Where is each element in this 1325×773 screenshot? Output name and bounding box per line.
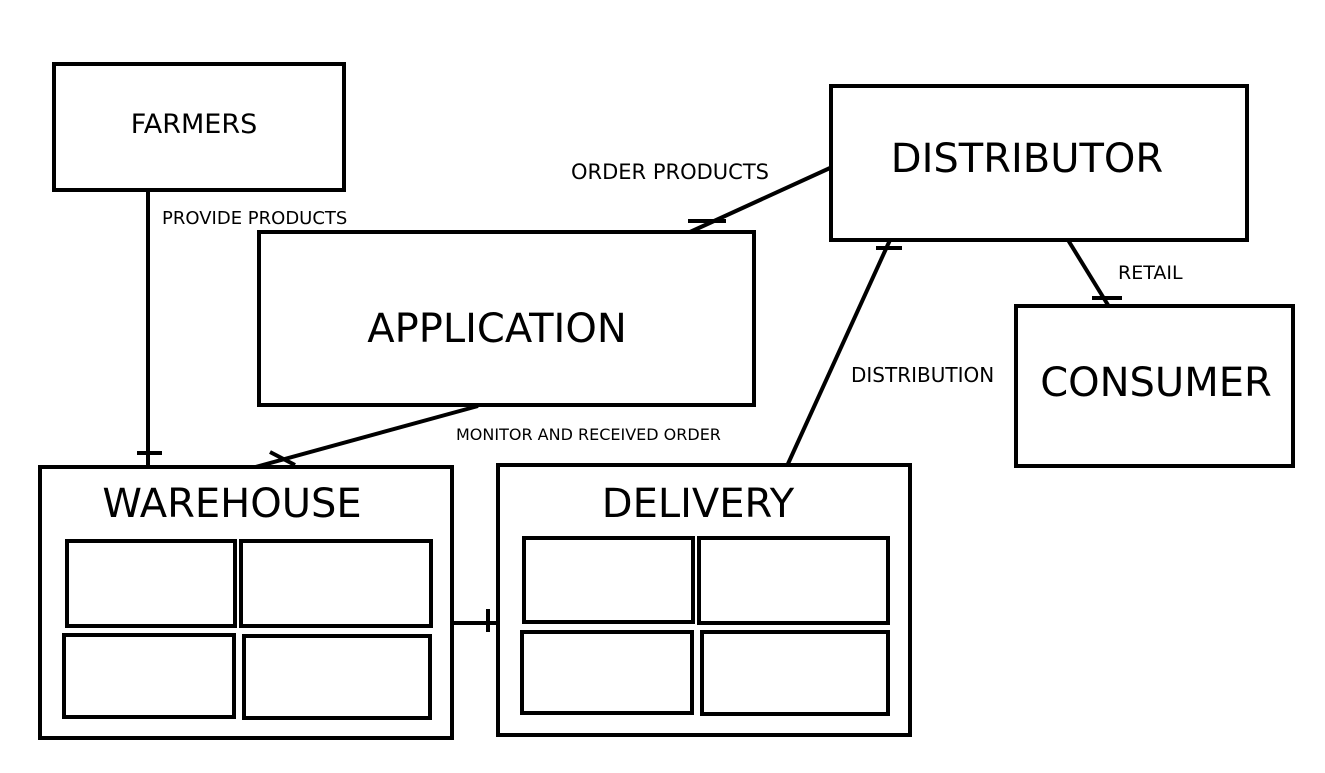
delivery-slot: [700, 630, 890, 716]
delivery-slot: [520, 630, 694, 715]
application-node: APPLICATION: [257, 230, 756, 407]
edge-label-provide-products: PROVIDE PRODUCTS: [162, 208, 347, 229]
distributor-box: [829, 84, 1249, 242]
edge-delivery-distributor: [785, 239, 892, 467]
application-label: APPLICATION: [367, 306, 627, 352]
delivery-label: DELIVERY: [602, 481, 795, 527]
warehouse-slot: [239, 539, 433, 628]
farmers-box: [52, 62, 346, 192]
distributor-node: DISTRIBUTOR: [829, 84, 1249, 242]
warehouse-slot: [62, 633, 236, 719]
farmers-node: FARMERS: [52, 62, 346, 192]
consumer-box: [1014, 304, 1295, 468]
edge-distributor-consumer: [1066, 238, 1110, 307]
edge-label-order-products: ORDER PRODUCTS: [571, 160, 769, 184]
application-box: [257, 230, 756, 407]
consumer-node: CONSUMER: [1014, 304, 1295, 468]
edge-label-retail: RETAIL: [1118, 262, 1183, 284]
tick-warehouse-application: [269, 450, 296, 467]
delivery-slot: [522, 536, 695, 624]
edge-label-monitor-received-order: MONITOR AND RECEIVED ORDER: [456, 425, 721, 444]
farmers-label: FARMERS: [131, 109, 258, 140]
distributor-label: DISTRIBUTOR: [891, 136, 1163, 182]
warehouse-label: WAREHOUSE: [102, 481, 361, 527]
warehouse-slot: [242, 634, 432, 720]
edge-application-warehouse: [251, 404, 479, 470]
delivery-slot: [697, 536, 890, 625]
delivery-node: DELIVERY: [496, 463, 912, 737]
consumer-label: CONSUMER: [1040, 360, 1272, 406]
warehouse-node: WAREHOUSE: [38, 465, 454, 740]
warehouse-slot: [65, 539, 237, 628]
edge-label-distribution: DISTRIBUTION: [851, 363, 994, 387]
